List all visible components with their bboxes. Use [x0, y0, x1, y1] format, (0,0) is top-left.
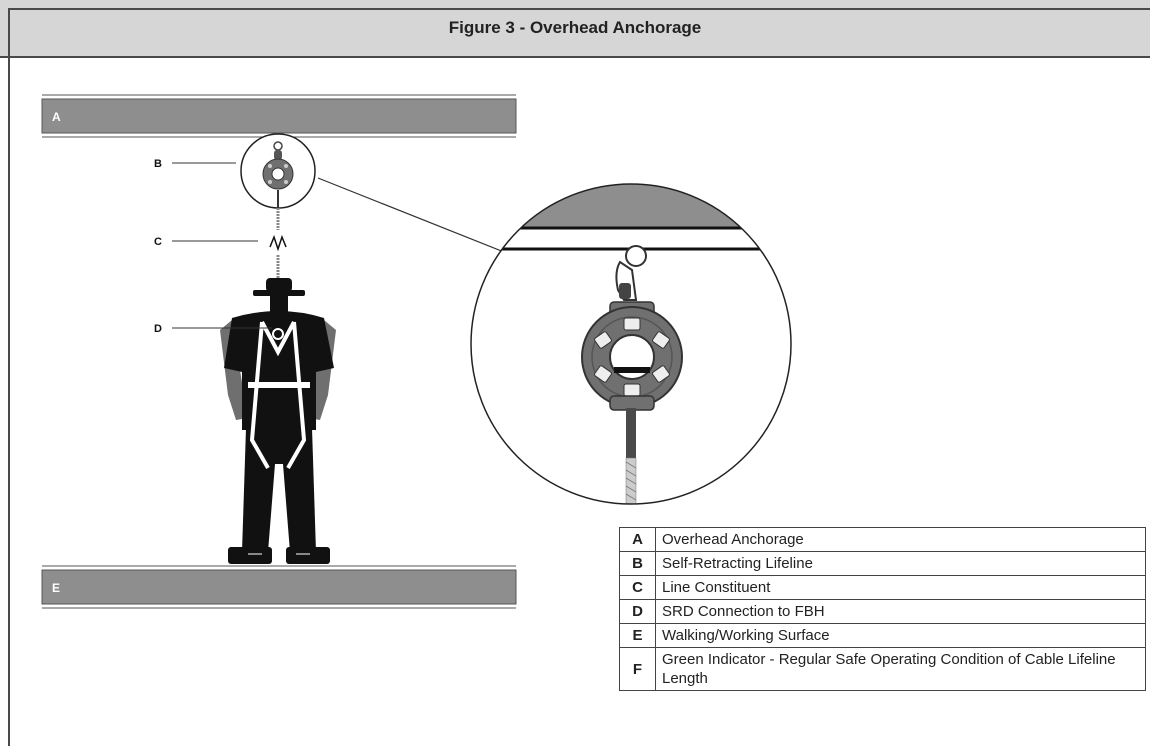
legend-key: C — [619, 575, 656, 600]
legend-key: B — [619, 551, 656, 576]
legend-body: A Overhead Anchorage B Self-Retracting L… — [619, 527, 1146, 691]
legend-key: D — [619, 599, 656, 624]
legend-row: D SRD Connection to FBH — [619, 599, 1146, 624]
label-c: C — [154, 236, 162, 248]
legend-row: E Walking/Working Surface — [619, 623, 1146, 648]
callout-connector — [317, 177, 520, 259]
legend-row: F Green Indicator - Regular Safe Operati… — [619, 647, 1146, 691]
worker-silhouette — [220, 278, 336, 564]
srl-device-small — [240, 133, 316, 209]
label-d: D — [154, 323, 162, 335]
line-break-symbol — [269, 234, 287, 252]
walking-surface: E — [41, 565, 517, 609]
legend-row: B Self-Retracting Lifeline — [619, 551, 1146, 576]
legend-text: Line Constituent — [655, 575, 1146, 600]
figure-title: Figure 3 - Overhead Anchorage — [448, 18, 702, 37]
label-e-in-bar: E — [52, 581, 60, 595]
legend-text: Self-Retracting Lifeline — [655, 551, 1146, 576]
legend-text: Overhead Anchorage — [655, 527, 1146, 552]
label-a-in-bar: A — [52, 110, 61, 124]
legend-row: A Overhead Anchorage — [619, 527, 1146, 552]
magnified-detail-view — [470, 183, 792, 505]
legend-key: E — [619, 623, 656, 648]
legend-text: SRD Connection to FBH — [655, 599, 1146, 624]
legend-table: A Overhead Anchorage B Self-Retracting L… — [619, 527, 1146, 691]
legend-text: Green Indicator - Regular Safe Operating… — [655, 647, 1146, 691]
legend-key: A — [619, 527, 656, 552]
legend-row: C Line Constituent — [619, 575, 1146, 600]
legend-text: Walking/Working Surface — [655, 623, 1146, 648]
legend-key: F — [619, 647, 656, 691]
label-b: B — [154, 158, 162, 170]
overhead-anchorage-beam: A — [41, 94, 517, 138]
